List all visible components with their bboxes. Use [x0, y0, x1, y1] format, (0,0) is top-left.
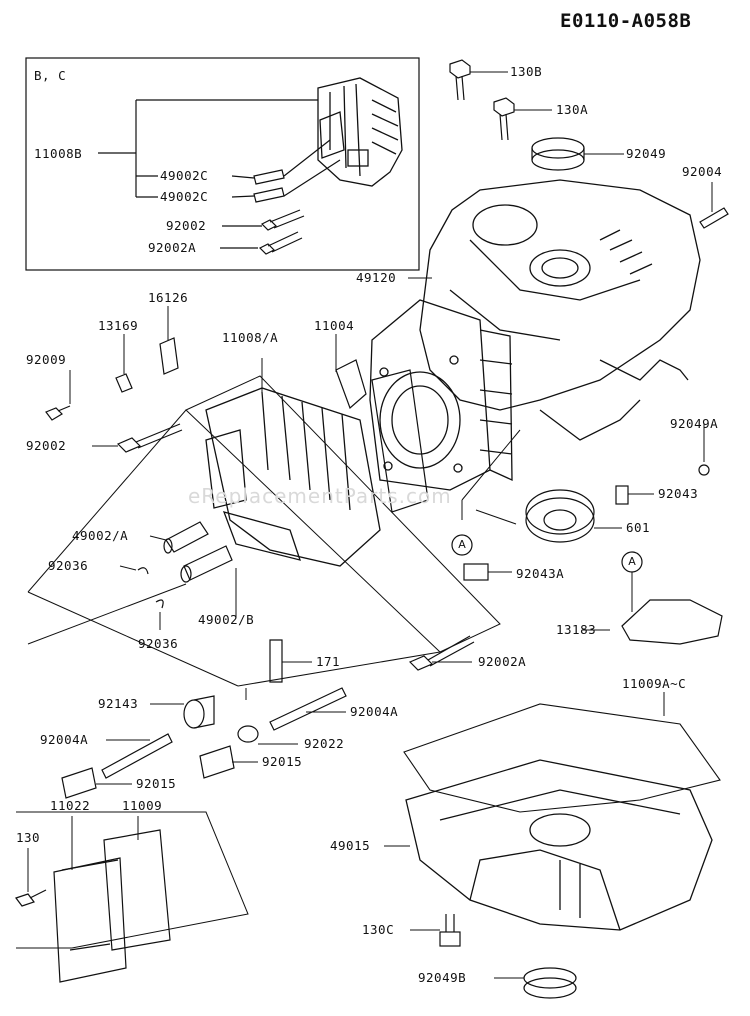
- bolt-130A: [493, 97, 515, 141]
- part-label-92002A-inset[interactable]: 92002A: [148, 240, 197, 255]
- sleeve-92143: [183, 695, 215, 729]
- part-label-13169[interactable]: 13169: [98, 318, 139, 333]
- part-label-130[interactable]: 130: [16, 830, 41, 845]
- gasket-13183: [621, 599, 723, 645]
- part-label-92022[interactable]: 92022: [304, 736, 345, 751]
- cylinder-head-sketch: [205, 387, 381, 567]
- part-label-92002A[interactable]: 92002A: [478, 654, 527, 669]
- dowel-92015-2: [199, 745, 235, 779]
- diagram-code: E0110-A058B: [560, 10, 692, 32]
- part-label-13183[interactable]: 13183: [556, 622, 597, 637]
- cylinder-sketch: [369, 299, 513, 491]
- seal-92049: [531, 137, 585, 171]
- part-label-11009[interactable]: 11009: [122, 798, 163, 813]
- part-label-92036-1[interactable]: 92036: [48, 558, 89, 573]
- bolt-130C: [439, 914, 461, 947]
- cover-11022: [53, 857, 127, 983]
- part-label-49002C-1[interactable]: 49002C: [160, 168, 209, 183]
- inset-cylinder-head: [317, 77, 403, 187]
- washer-92022: [237, 725, 259, 743]
- gasket-11004: [335, 359, 367, 410]
- stud-92004A-1: [101, 733, 173, 779]
- part-label-92143[interactable]: 92143: [98, 696, 139, 711]
- part-label-49002A[interactable]: 49002/A: [72, 528, 129, 543]
- part-label-92043[interactable]: 92043: [658, 486, 699, 501]
- part-label-92002[interactable]: 92002: [26, 438, 67, 453]
- callout-a-2: A: [628, 555, 636, 568]
- leader-lines: [27, 71, 713, 979]
- part-label-16126[interactable]: 16126: [148, 290, 189, 305]
- part-label-92049B[interactable]: 92049B: [418, 970, 467, 985]
- clip-92036-1: [137, 567, 149, 575]
- bracket-13169: [115, 373, 133, 393]
- part-label-11008B[interactable]: 11008B: [34, 146, 83, 161]
- bearing-601: [525, 489, 595, 543]
- part-label-130B[interactable]: 130B: [510, 64, 543, 79]
- bolt-130: [15, 889, 47, 907]
- seal-92049A: [698, 464, 710, 476]
- watermark: eReplacementParts.com: [188, 484, 452, 508]
- part-label-130A[interactable]: 130A: [556, 102, 589, 117]
- part-label-92009[interactable]: 92009: [26, 352, 67, 367]
- part-label-49002B[interactable]: 49002/B: [198, 612, 255, 627]
- part-label-92004A-1[interactable]: 92004A: [40, 732, 89, 747]
- stud-92004-top: [699, 207, 729, 229]
- part-label-92004[interactable]: 92004: [682, 164, 723, 179]
- part-label-92004A-2[interactable]: 92004A: [350, 704, 399, 719]
- part-label-11022[interactable]: 11022: [50, 798, 91, 813]
- part-label-92036-2[interactable]: 92036: [138, 636, 179, 651]
- part-label-92002-inset[interactable]: 92002: [166, 218, 207, 233]
- tube-49002A: [163, 521, 209, 554]
- part-label-92015-2[interactable]: 92015: [262, 754, 303, 769]
- part-label-171[interactable]: 171: [316, 654, 341, 669]
- head-gasket: [371, 369, 429, 513]
- part-label-92043A[interactable]: 92043A: [516, 566, 565, 581]
- clip-92036-2: [155, 599, 164, 609]
- stud-92004A-2: [269, 687, 347, 731]
- crankcase-sketch: [419, 179, 701, 441]
- part-label-92049[interactable]: 92049: [626, 146, 667, 161]
- part-label-49120[interactable]: 49120: [356, 270, 397, 285]
- screw-92009: [45, 405, 71, 421]
- pin-92043: [615, 485, 629, 505]
- part-label-11004[interactable]: 11004: [314, 318, 355, 333]
- callout-circle-2: [621, 551, 643, 573]
- inset-label: B, C: [34, 68, 67, 83]
- part-label-49015[interactable]: 49015: [330, 838, 371, 853]
- plate-16126: [159, 337, 179, 375]
- bushing-92043A: [463, 563, 489, 581]
- dowel-92015-1: [61, 767, 97, 799]
- part-label-92015-1[interactable]: 92015: [136, 776, 177, 791]
- callout-a-1: A: [458, 538, 466, 551]
- part-label-130C[interactable]: 130C: [362, 922, 395, 937]
- tube-49002B: [180, 545, 233, 583]
- inset-box: [25, 57, 420, 271]
- callout-circle-1: [451, 534, 473, 556]
- part-label-92049A[interactable]: 92049A: [670, 416, 719, 431]
- inset-pins: [253, 169, 305, 255]
- part-label-49002C-2[interactable]: 49002C: [160, 189, 209, 204]
- bolt-130B: [449, 59, 471, 101]
- gasket-11009: [103, 829, 171, 951]
- oil-pan-sketch: [405, 759, 713, 931]
- part-label-11008A[interactable]: 11008/A: [222, 330, 279, 345]
- stud-171: [269, 639, 283, 683]
- part-label-11009A-C[interactable]: 11009A~C: [622, 676, 687, 691]
- gasket-11009AC: [403, 703, 721, 813]
- part-label-601[interactable]: 601: [626, 520, 651, 535]
- seal-92049B: [523, 967, 577, 999]
- bolt-92002-left: [116, 423, 183, 453]
